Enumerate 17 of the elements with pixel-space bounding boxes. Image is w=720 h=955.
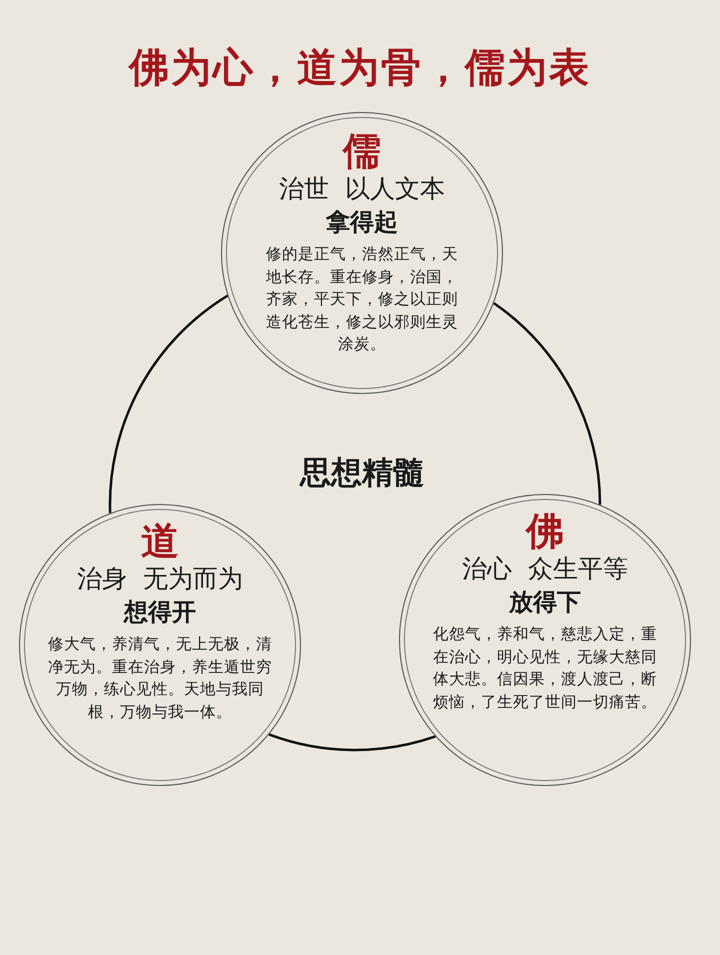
connector-arc	[493, 302, 602, 505]
school-character: 佛	[526, 509, 564, 553]
subtitle: 治世 以人文本	[279, 173, 445, 205]
title: 佛为心，道为骨，儒为表	[127, 44, 592, 93]
center-label: 思想精髓	[298, 454, 425, 493]
school-character: 儒	[343, 129, 381, 173]
connector-arc	[108, 294, 228, 514]
school-character: 道	[141, 519, 179, 563]
subtitle: 治身 无为而为	[77, 563, 243, 595]
description: 化怨气，养和气，慈悲入定，重在治心，明心见性，无缘大慈同体大悲。信因果，渡人渡己，断烦恼，了生死了世间一切痛苦。	[432, 624, 658, 712]
subtitle: 治心 众生平等	[462, 553, 628, 585]
description: 修大气，养清气，无上无极，清净无为。重在治身，养生遁世穷万物，练心见性。天地与我同根，万物与我一体。	[47, 634, 273, 722]
connector-arc	[268, 733, 436, 752]
description: 修的是正气，浩然正气，天地长存。重在修身，治国，齐家，平天下，修之以正则造化苍生，修之以邪则生灵涂炭。	[265, 244, 459, 355]
motto: 拿得起	[326, 207, 398, 238]
motto: 想得开	[124, 597, 196, 628]
motto: 放得下	[509, 587, 581, 618]
